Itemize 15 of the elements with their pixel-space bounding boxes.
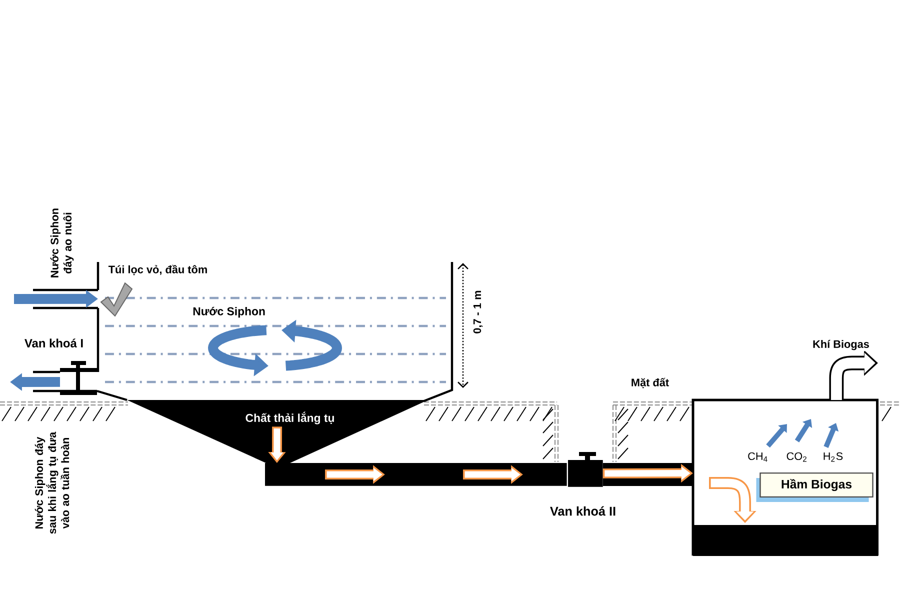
valve [568,452,603,487]
formula-label: CO$_{2}$ [786,452,806,462]
formula-label: CH$_{4}$ [748,452,768,462]
underground-tank [692,398,879,556]
dimension-label: 0,7 - 1 m [473,290,483,334]
valve-label: Van khoá II [550,506,616,516]
edge-label: Khí Biogas [812,338,870,352]
valve-label: Van khoá I [24,338,83,348]
formula-label: H$_{2}$S [824,452,843,462]
label: Mặt đất [632,378,669,388]
valve [60,361,97,395]
label-box: Hầm Biogas [756,472,874,502]
label: Túi lọc vỏ, đầu tôm [108,264,207,276]
vertical-label: Nước Siphon đáy ao nuôi [50,208,74,278]
vertical-label: Nước Siphon đáy sau khi lắng tụ đưa vào ao tuần hoàn [34,432,70,534]
